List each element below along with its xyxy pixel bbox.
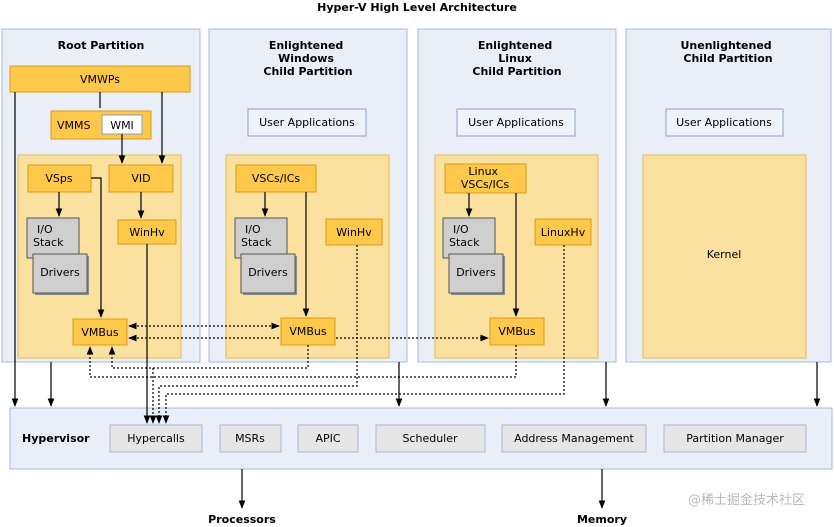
vid-label: VID	[131, 172, 150, 185]
apic-label: APIC	[315, 432, 340, 445]
partition-manager-label: Partition Manager	[686, 432, 784, 445]
apic-box	[297, 424, 359, 453]
msrs-box	[219, 424, 282, 453]
root-drivers-box	[32, 253, 88, 294]
vsps-box	[27, 164, 92, 193]
arrow-vsps-vmbus	[91, 177, 105, 318]
windows-io-stack-box	[234, 217, 288, 259]
linux-drivers-box	[448, 253, 504, 294]
vmwps-label: VMWPs	[80, 73, 120, 86]
dotted-linux-linuxhv-hypercalls	[162, 245, 565, 424]
dotted-linux-vmbus-loop	[86, 345, 517, 378]
linux-linuxhv-label: LinuxHv	[541, 226, 586, 239]
processors-label: Processors	[208, 513, 276, 526]
dotted-win-winhv-hypercalls	[155, 245, 358, 424]
hypercalls-label: Hypercalls	[127, 432, 185, 445]
linux-vmbus-box	[489, 317, 545, 346]
windows-winhv-label: WinHv	[336, 226, 372, 239]
windows-user-apps-box	[247, 108, 367, 137]
unenlightened-user-apps-label: User Applications	[676, 116, 772, 129]
root-io-stack-label: I/O Stack	[33, 223, 64, 249]
scheduler-box	[375, 424, 486, 453]
windows-vmbus-label: VMBus	[289, 325, 327, 338]
linux-partition-title: Enlightened Linux Child Partition	[472, 39, 561, 78]
partition-manager-box	[663, 424, 807, 453]
root-vmbus-label: VMBus	[81, 326, 119, 339]
scheduler-label: Scheduler	[402, 432, 458, 445]
watermark-text: @稀土掘金技术社区	[688, 492, 805, 508]
windows-user-apps-label: User Applications	[259, 116, 355, 129]
linux-vscs-label: Linux VSCs/ICs	[461, 165, 510, 191]
hypervisor-label: Hypervisor	[22, 432, 90, 445]
linux-drivers-label: Drivers	[456, 266, 496, 279]
windows-vscs-label: VSCs/ICs	[252, 172, 301, 185]
linux-io-stack-box	[442, 217, 496, 259]
linux-vmbus-label: VMBus	[498, 325, 536, 338]
root-drivers-label: Drivers	[40, 266, 80, 279]
root-winhv-label: WinHv	[129, 226, 165, 239]
solid-connectors	[11, 92, 821, 509]
linux-user-apps-label: User Applications	[468, 116, 564, 129]
windows-winhv-box	[325, 218, 383, 246]
windows-partition-title: Enlightened Windows Child Partition	[263, 39, 352, 78]
windows-io-stack-label: I/O Stack	[241, 223, 272, 249]
windows-vscs-box	[235, 164, 317, 193]
unenlightened-kernel-area	[642, 154, 807, 359]
root-partition-title: Root Partition	[58, 39, 145, 52]
root-io-stack-box	[26, 217, 80, 259]
windows-drivers-box	[240, 253, 296, 294]
windows-drivers-label: Drivers	[248, 266, 288, 279]
hypercalls-box	[109, 424, 203, 453]
msrs-label: MSRs	[235, 432, 265, 445]
vmms-label: VMMS	[57, 119, 91, 132]
vsps-label: VSps	[45, 172, 72, 185]
vmwps-box	[9, 65, 191, 93]
dotted-win-vmbus-loop	[108, 345, 309, 369]
unenlightened-partition-title: Unenlightened Child Partition	[680, 39, 775, 65]
dotted-connectors	[86, 245, 565, 424]
address-management-label: Address Management	[514, 432, 634, 445]
linux-vscs-box	[444, 163, 527, 194]
linux-user-apps-box	[456, 108, 576, 137]
wmi-label: WMI	[110, 119, 134, 132]
memory-label: Memory	[577, 513, 627, 526]
linux-io-stack-label: I/O Stack	[449, 223, 480, 249]
root-vmbus-box	[72, 318, 128, 346]
linux-linuxhv-box	[534, 218, 592, 246]
kernel-label: Kernel	[707, 248, 742, 261]
windows-vmbus-box	[280, 317, 336, 346]
unenlightened-user-apps-box	[665, 108, 784, 137]
address-management-box	[501, 424, 647, 453]
diagram-title: Hyper-V High Level Architecture	[317, 1, 517, 14]
